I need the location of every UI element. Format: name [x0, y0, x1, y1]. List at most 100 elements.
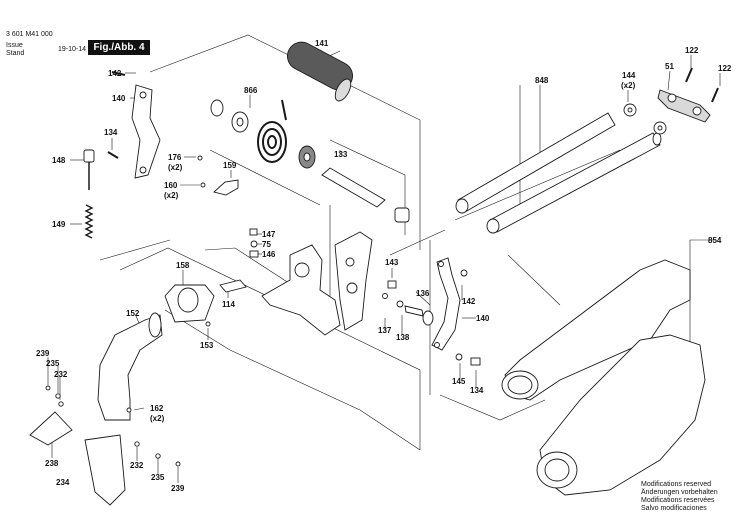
label-160: 160 — [164, 181, 178, 190]
label-142-left: 142 — [108, 69, 122, 78]
part-134-screw-right — [470, 357, 481, 366]
label-239-top: 239 — [36, 349, 50, 358]
label-122-right: 122 — [718, 64, 732, 73]
label-159: 159 — [223, 161, 237, 170]
part-848-guide-tubes — [455, 112, 662, 234]
part-176-screw — [197, 155, 203, 161]
frame-line-spring — [209, 149, 321, 206]
part-main-casting — [261, 231, 373, 336]
label-160-qty: (x2) — [164, 191, 179, 200]
label-234: 234 — [56, 478, 70, 487]
part-142-screw — [111, 71, 126, 76]
part-146-nut — [249, 250, 259, 258]
part-122-screw — [685, 67, 719, 103]
part-854-guard-and-bag — [501, 259, 706, 496]
label-122-top: 122 — [685, 46, 699, 55]
part-238-flap — [29, 411, 73, 446]
part-75-washer — [250, 240, 258, 248]
part-142-screw-right — [460, 269, 468, 277]
part-137-ring — [382, 293, 388, 299]
part-51-bracket — [657, 89, 711, 123]
frame-line-left — [99, 239, 171, 261]
modifications-de: Änderungen vorbehalten — [641, 489, 718, 496]
label-162: 162 — [150, 404, 164, 413]
issue-label-de: Stand — [6, 50, 25, 57]
issue-label-en: Issue — [6, 42, 23, 49]
frame-line-rails — [454, 149, 621, 221]
label-158: 158 — [176, 261, 190, 270]
frame-line-bottom — [439, 394, 546, 421]
label-137: 137 — [378, 326, 392, 335]
label-848: 848 — [535, 76, 549, 85]
part-143-screw — [387, 280, 397, 289]
label-854: 854 — [708, 236, 722, 245]
label-140-left: 140 — [112, 94, 126, 103]
part-153-screw — [205, 321, 211, 327]
part-152-chute — [97, 312, 163, 421]
label-75: 75 — [262, 240, 271, 249]
modifications-en: Modifications reserved — [641, 481, 712, 488]
part-133-shaft — [321, 167, 410, 223]
modifications-es: Salvo modificaciones — [641, 505, 707, 512]
label-235-top: 235 — [46, 359, 60, 368]
label-134-right: 134 — [470, 386, 484, 395]
part-234-curtain — [84, 434, 126, 506]
part-140-lever-arm-left — [131, 84, 161, 179]
label-232-bottom: 232 — [130, 461, 144, 470]
label-146: 146 — [262, 250, 276, 259]
label-114: 114 — [222, 300, 235, 309]
frame-line-pivot — [389, 229, 446, 256]
part-160-screw — [200, 182, 206, 188]
label-136: 136 — [416, 289, 430, 298]
part-239-screw — [45, 385, 181, 467]
part-134-screw — [107, 151, 119, 159]
figure-label: Fig./Abb. 4 — [88, 40, 150, 55]
label-235-bottom: 235 — [151, 473, 165, 482]
part-162-screw — [126, 407, 132, 413]
label-147: 147 — [262, 230, 276, 239]
label-153: 153 — [200, 341, 214, 350]
part-144-star-washer — [623, 103, 667, 135]
issue-date: 19-10-14 — [58, 46, 87, 53]
frame-line-lower — [164, 309, 421, 451]
label-133: 133 — [334, 150, 348, 159]
part-141-handle-grip — [287, 41, 353, 102]
label-143: 143 — [385, 258, 399, 267]
label-134-left: 134 — [104, 128, 118, 137]
modifications-fr: Modifications reservées — [641, 497, 715, 504]
part-136-bolt — [404, 305, 434, 326]
label-866: 866 — [244, 86, 258, 95]
label-142-right: 142 — [462, 297, 476, 306]
part-147-screw — [249, 228, 258, 236]
label-144-qty: (x2) — [621, 81, 636, 90]
part-140-lever-arm-right — [431, 257, 461, 351]
label-232-top: 232 — [54, 370, 68, 379]
label-239-bottom: 239 — [171, 484, 185, 493]
part-158-housing — [164, 284, 215, 323]
label-152: 152 — [126, 309, 140, 318]
label-148: 148 — [52, 156, 66, 165]
label-149: 149 — [52, 220, 66, 229]
label-144: 144 — [622, 71, 636, 80]
part-159-clip — [213, 179, 239, 196]
label-176-qty: (x2) — [168, 163, 183, 172]
label-51: 51 — [665, 62, 674, 71]
label-141: 141 — [315, 39, 329, 48]
document-number: 3 601 M41 000 — [6, 31, 53, 38]
part-138-washer — [396, 300, 404, 308]
label-145: 145 — [452, 377, 466, 386]
part-235-washer — [55, 393, 161, 459]
label-176: 176 — [168, 153, 182, 162]
part-148-pin — [83, 149, 95, 190]
part-145-washer — [455, 353, 463, 361]
part-114-bracket — [219, 279, 247, 293]
part-866-spring-assembly — [210, 99, 316, 169]
label-138: 138 — [396, 333, 410, 342]
label-162-qty: (x2) — [150, 414, 165, 423]
label-238: 238 — [45, 459, 59, 468]
part-232-nut — [58, 401, 140, 447]
modifications-notice: Modifications reserved Änderungen vorbeh… — [641, 481, 718, 513]
label-140-right: 140 — [476, 314, 490, 323]
